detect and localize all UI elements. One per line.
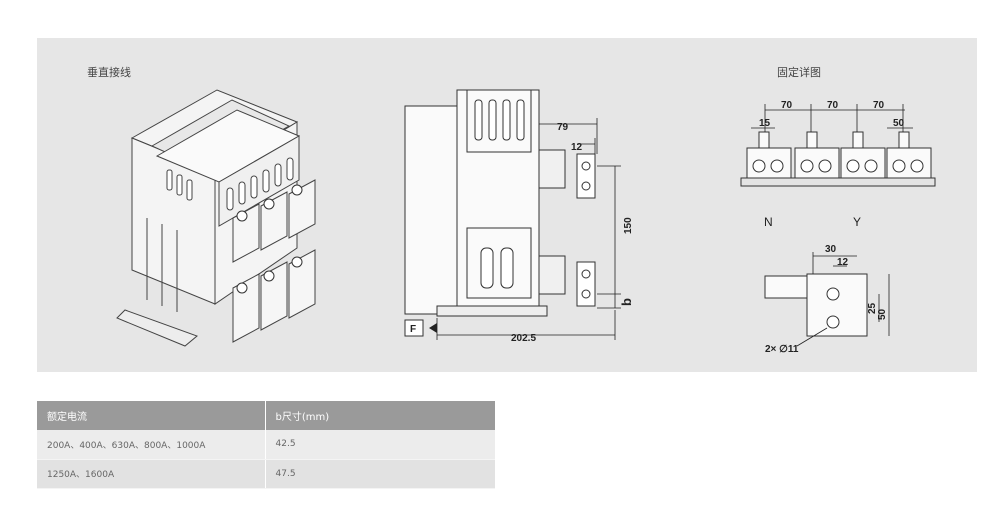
dim-70-c: 70 <box>873 100 885 111</box>
dim-50-vertical: 50 <box>877 308 888 320</box>
dim-b: b <box>619 298 634 306</box>
vertical-wiring-title: 垂直接线 <box>87 66 131 79</box>
dim-30: 30 <box>825 244 837 255</box>
header-b-size: b尺寸(mm) <box>265 401 495 430</box>
cell-b-size: 47.5 <box>265 459 495 489</box>
dim-79: 79 <box>557 122 569 133</box>
breaker-3d-illustration: 79 12 150 b 202.5 F <box>116 89 936 355</box>
cell-b-size: 42.5 <box>265 430 495 460</box>
rated-current-table: 额定电流 b尺寸(mm) 200A、400A、630A、800A、1000A 4… <box>37 401 495 489</box>
dim-50-top: 50 <box>893 118 905 129</box>
cell-current: 200A、400A、630A、800A、1000A <box>37 430 266 460</box>
table-header-row: 额定电流 b尺寸(mm) <box>37 401 495 430</box>
label-n: N <box>764 215 773 229</box>
header-rated-current: 额定电流 <box>37 401 266 430</box>
cell-current: 1250A、1600A <box>37 459 266 489</box>
drawing-panel: 垂直接线 固定详图 <box>37 38 977 372</box>
dim-202-5: 202.5 <box>511 333 536 344</box>
label-f: F <box>410 324 416 335</box>
hole-note: 2× ∅11 <box>765 344 799 355</box>
dim-70-a: 70 <box>781 100 793 111</box>
table-row: 1250A、1600A 47.5 <box>37 459 495 489</box>
dim-12-detail: 12 <box>837 257 849 268</box>
table-row: 200A、400A、630A、800A、1000A 42.5 <box>37 430 495 460</box>
dim-12-side: 12 <box>571 142 583 153</box>
dim-15: 15 <box>759 118 771 129</box>
dim-150: 150 <box>623 217 634 234</box>
label-y: Y <box>853 215 861 229</box>
fixing-detail-title: 固定详图 <box>777 66 821 79</box>
dim-70-b: 70 <box>827 100 839 111</box>
dim-25: 25 <box>867 302 878 314</box>
